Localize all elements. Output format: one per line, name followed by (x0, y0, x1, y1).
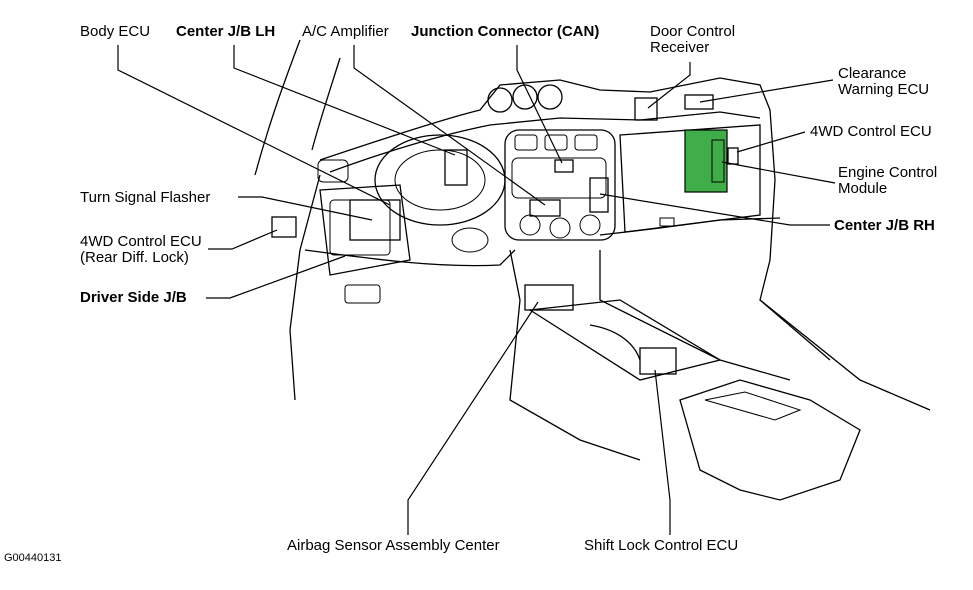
label-center-jb-lh: Center J/B LH (176, 23, 276, 40)
label-body-ecu: Body ECU (80, 23, 151, 40)
leader-door-receiver (647, 62, 691, 109)
a-pillar-outline (254, 39, 301, 176)
dash-right-face (599, 217, 781, 236)
stack-knob-1 (519, 214, 541, 236)
right-lower-body (759, 299, 931, 411)
label-turn-signal-flasher: Turn Signal Flasher (80, 189, 211, 206)
ac-amp-part (529, 199, 561, 217)
fourwd-ecu-part (727, 147, 739, 165)
label-engine-control-1: Engine Control (838, 164, 938, 181)
label-4wd-rear-2: (Rear Diff. Lock) (80, 249, 189, 266)
gauge-ring (394, 149, 486, 211)
leader-turn-signal (238, 196, 373, 221)
label-airbag-sensor: Airbag Sensor Assembly Center (287, 537, 500, 554)
label-ac-amplifier: A/C Amplifier (302, 23, 389, 40)
door-frame (289, 174, 321, 401)
shift-lock-ecu-part (639, 347, 677, 375)
glovebox (619, 124, 761, 233)
leader-airbag (407, 301, 539, 535)
label-clearance-2: Warning ECU (838, 81, 930, 98)
left-vent (317, 159, 349, 183)
stack-vent-2 (544, 134, 568, 151)
leader-driver-side-jb (206, 255, 346, 299)
knob-mid (512, 84, 538, 110)
knob-left (487, 87, 513, 113)
airbag-sensor-part (524, 284, 574, 311)
clearance-ecu-part (684, 94, 714, 110)
label-engine-control-2: Module (838, 180, 888, 197)
door-receiver-part (634, 97, 658, 121)
cupholder (704, 391, 802, 421)
junction-connector-part (554, 159, 574, 173)
floor-console-right (599, 250, 791, 381)
engine-control-module-part (684, 129, 728, 193)
leader-clearance (699, 79, 834, 103)
stack-vent-1 (514, 134, 538, 151)
rear-console (679, 379, 861, 501)
ecm-connector-1 (711, 139, 725, 183)
label-driver-side-jb: Driver Side J/B (80, 289, 187, 306)
leader-body-ecu (117, 45, 391, 206)
leader-center-jb-rh (599, 193, 830, 226)
center-stack (504, 129, 616, 241)
label-shift-lock: Shift Lock Control ECU (584, 537, 739, 554)
driver-panel-inner (329, 199, 391, 256)
label-clearance-1: Clearance (838, 65, 907, 82)
figure-code: G00440131 (4, 552, 62, 564)
floor-console-left (509, 249, 641, 461)
stack-vent-3 (574, 134, 598, 151)
leader-ac-amplifier (353, 45, 546, 206)
label-4wd-control-ecu: 4WD Control ECU (810, 123, 932, 140)
dash-top (319, 77, 771, 161)
leader-4wd-rear (208, 229, 278, 250)
label-junction-connector: Junction Connector (CAN) (411, 23, 600, 40)
knob-right (537, 84, 563, 110)
rear-diff-ecu-part (271, 216, 297, 238)
steering-hub (451, 227, 489, 253)
label-door-control-1: Door Control (650, 23, 736, 40)
label-center-jb-rh: Center J/B RH (834, 217, 935, 234)
shifter-boot (528, 299, 722, 381)
center-jb-lh-part (444, 149, 468, 186)
a-pillar-inner (311, 57, 341, 151)
stack-knob-2 (549, 217, 571, 239)
leader-4wd-right (736, 131, 806, 153)
right-door-line (759, 109, 831, 361)
leader-shift-lock (654, 369, 671, 535)
shift-lever (589, 324, 641, 361)
dash-top-inner (329, 111, 761, 173)
driver-knee-panel (319, 184, 411, 276)
label-4wd-rear-1: 4WD Control ECU (80, 233, 202, 250)
leader-junction-connector (516, 45, 563, 164)
stack-knob-3 (579, 214, 601, 236)
lower-left-vent (344, 284, 381, 304)
dash-face (304, 249, 516, 267)
leader-center-jb-lh (233, 45, 456, 156)
glovebox-latch (659, 217, 675, 227)
body-ecu-part (349, 199, 401, 241)
label-door-control-2: Receiver (650, 39, 710, 56)
leader-engine-control (721, 161, 836, 184)
